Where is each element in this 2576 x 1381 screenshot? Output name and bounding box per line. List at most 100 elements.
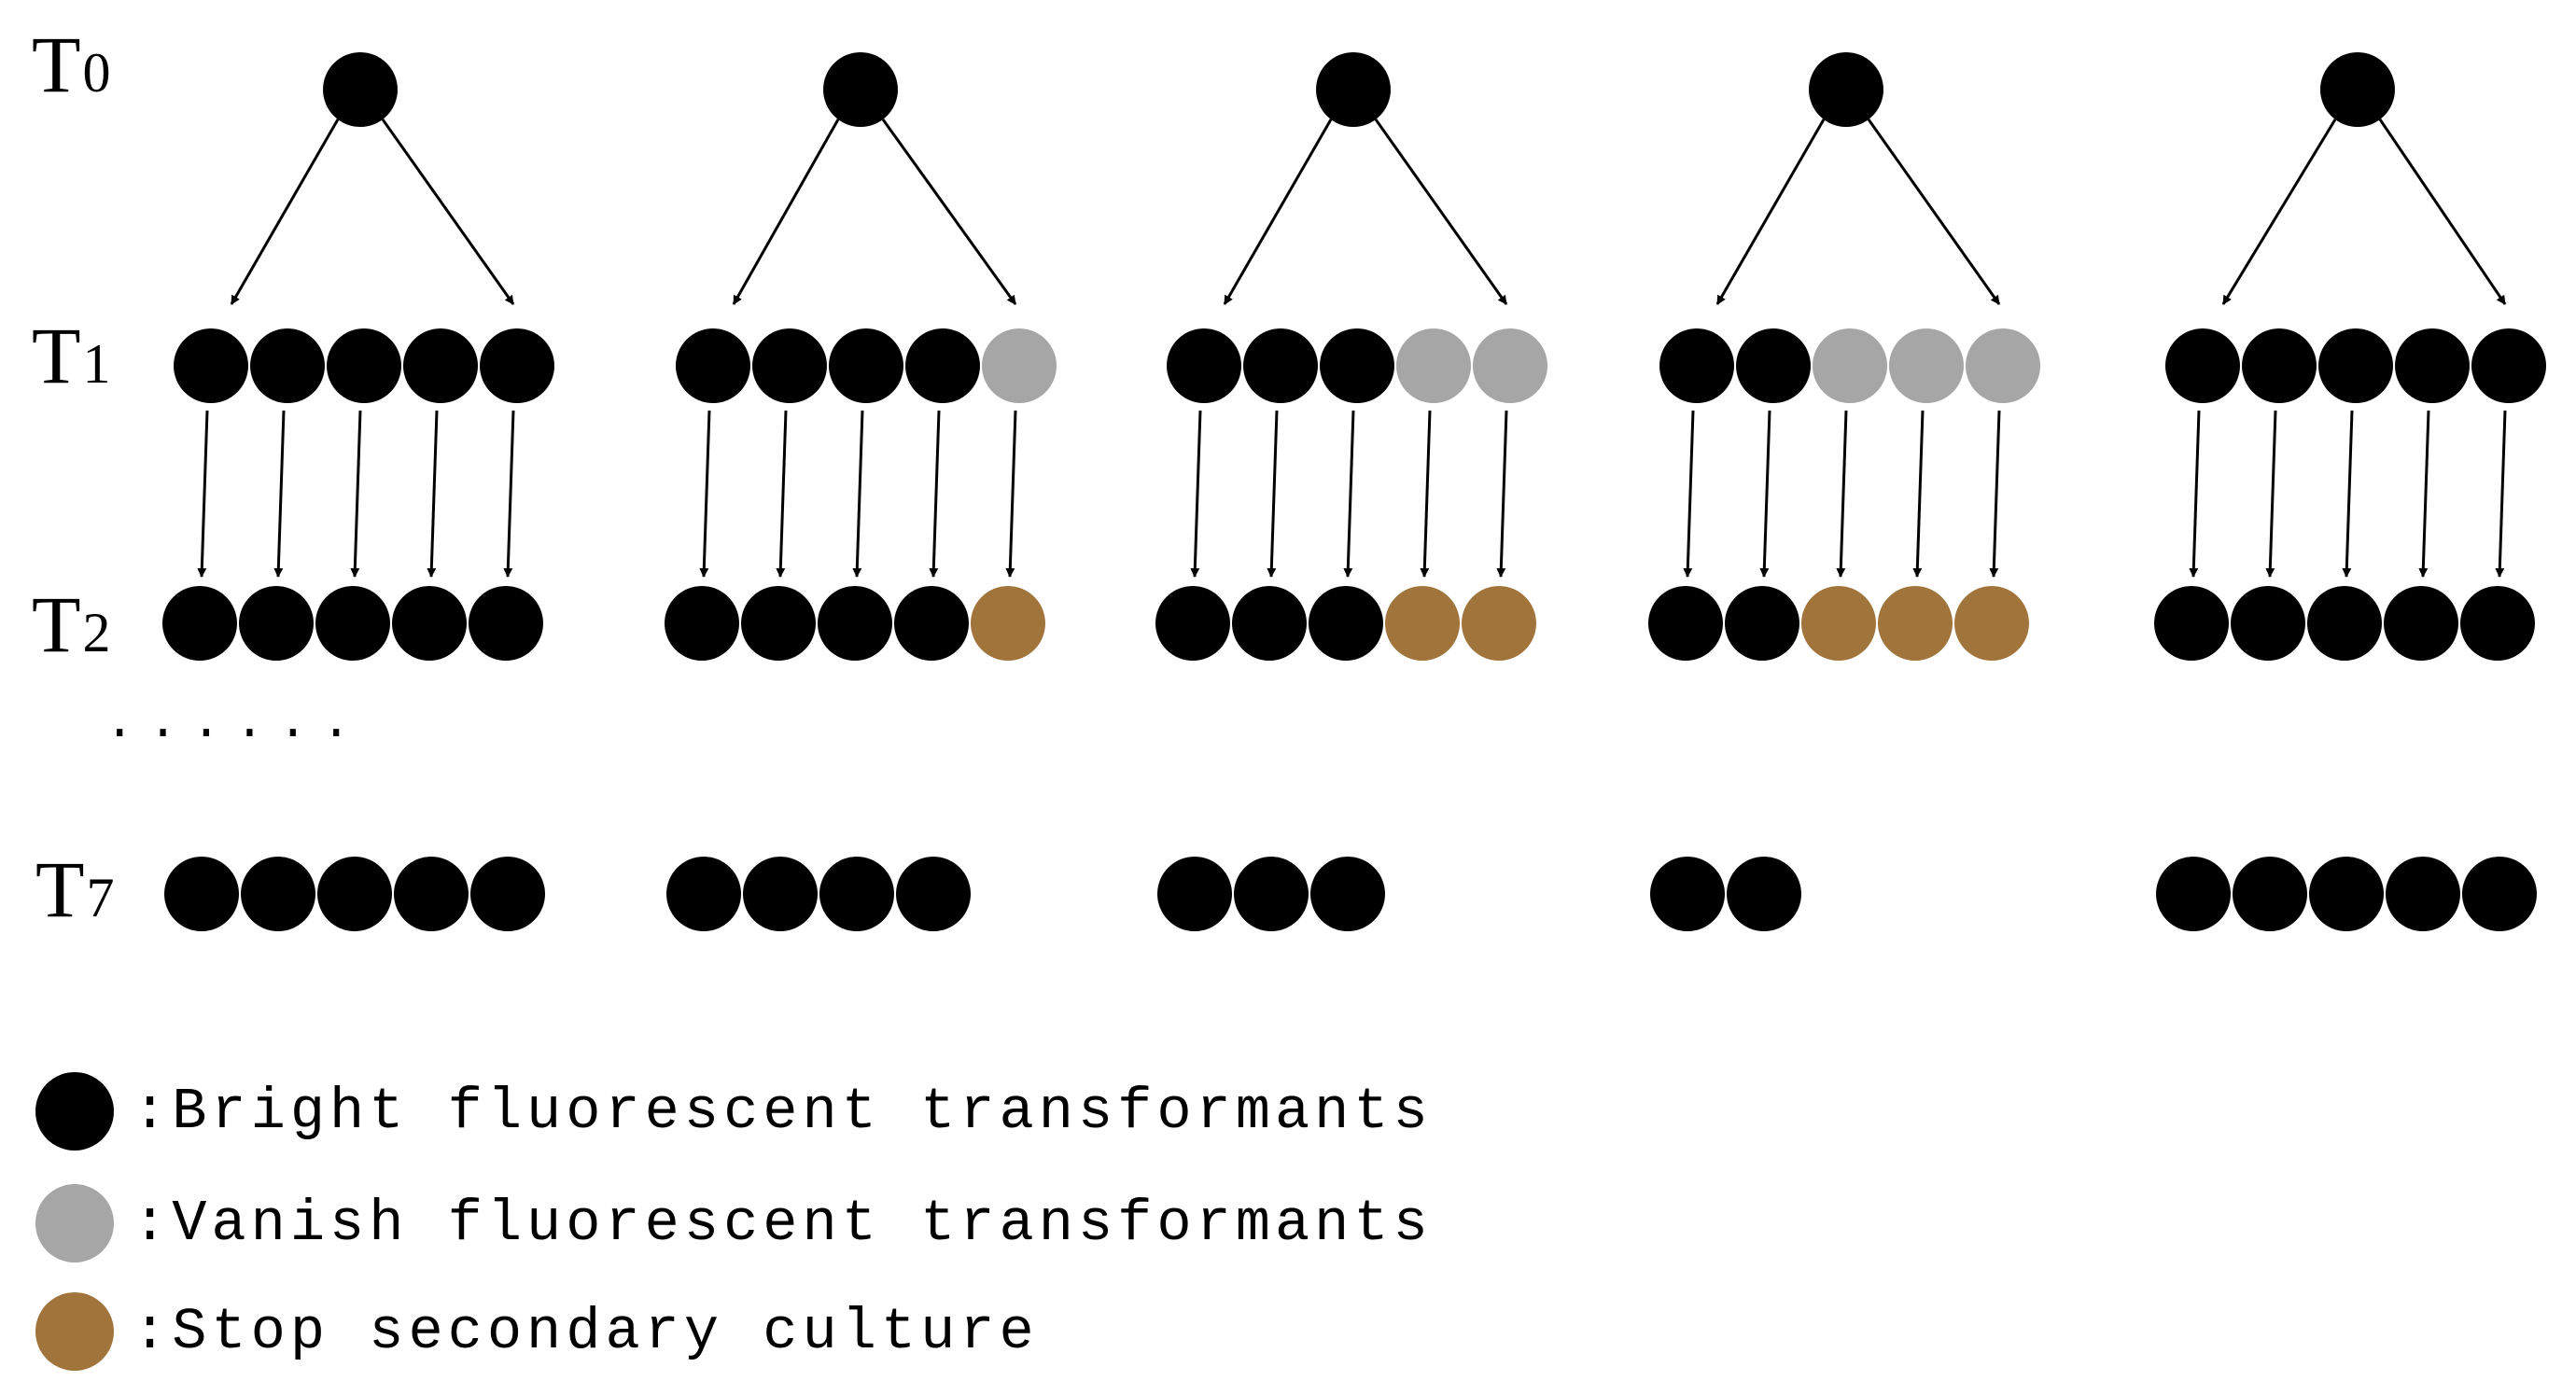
node-t2 (1801, 586, 1876, 661)
node-t1 (1473, 328, 1547, 403)
node-t2 (818, 586, 892, 661)
legend-label-vanish: :Vanish fluorescent transformants (133, 1190, 1433, 1257)
node-t1 (2471, 328, 2546, 403)
node-t1 (905, 328, 980, 403)
node-t1 (982, 328, 1057, 403)
node-t1 (1736, 328, 1811, 403)
node-t2 (1725, 586, 1799, 661)
node-t7 (1727, 857, 1801, 931)
node-layer (162, 52, 2546, 931)
node-t7 (1650, 857, 1725, 931)
node-t7 (819, 857, 894, 931)
node-t7 (470, 857, 545, 931)
descent-arrow (350, 410, 362, 578)
node-t1 (2395, 328, 2470, 403)
root-node (323, 52, 398, 127)
descent-arrow (2418, 410, 2430, 578)
descent-arrow (1836, 410, 1848, 578)
node-t1 (2318, 328, 2393, 403)
node-t2 (2460, 586, 2535, 661)
node-t7 (317, 857, 392, 931)
root-node (1809, 52, 1883, 127)
root-node (1316, 52, 1391, 127)
node-t1 (1813, 328, 1887, 403)
descent-arrow (1759, 410, 1771, 578)
branch-arrow-left (1715, 119, 1826, 305)
node-t1 (1659, 328, 1734, 403)
descent-arrow (1683, 410, 1695, 578)
node-t7 (666, 857, 741, 931)
descent-arrow (699, 410, 711, 578)
node-t2 (1878, 586, 1953, 661)
legend-swatch-bright (35, 1072, 114, 1151)
descent-arrow (2189, 410, 2201, 578)
generation-label-t2: T2 (32, 579, 111, 669)
descent-arrow (273, 410, 286, 578)
branch-arrow-left (2221, 119, 2337, 305)
node-t2 (1385, 586, 1460, 661)
node-t2 (2307, 586, 2382, 661)
node-t1 (1396, 328, 1471, 403)
legend-item-vanish: :Vanish fluorescent transformants (35, 1183, 1433, 1263)
node-t2 (1648, 586, 1723, 661)
descent-arrow (929, 410, 941, 578)
node-t7 (2156, 857, 2231, 931)
node-t7 (1310, 857, 1385, 931)
node-t1 (2165, 328, 2240, 403)
descent-arrow (1005, 410, 1017, 578)
node-t7 (1234, 857, 1309, 931)
node-t1 (1966, 328, 2040, 403)
node-t1 (1889, 328, 1964, 403)
ellipsis: ...... (105, 695, 365, 752)
descent-arrow (427, 410, 439, 578)
branch-arrow-right (881, 119, 1017, 305)
node-t1 (480, 328, 554, 403)
node-t2 (894, 586, 969, 661)
generation-label-t0: T0 (32, 20, 111, 109)
node-t1 (1167, 328, 1241, 403)
node-t7 (896, 857, 971, 931)
branch-arrow-right (1867, 119, 2001, 305)
descent-arrow (1343, 410, 1355, 578)
node-t1 (250, 328, 325, 403)
branch-arrow-left (230, 119, 340, 305)
descent-arrow (1190, 410, 1202, 578)
node-t2 (2154, 586, 2229, 661)
legend-swatch-vanish (35, 1184, 114, 1262)
node-t2 (469, 586, 543, 661)
root-node (823, 52, 898, 127)
node-t1 (676, 328, 750, 403)
node-t7 (2309, 857, 2384, 931)
node-t7 (2462, 857, 2537, 931)
node-t7 (2386, 857, 2460, 931)
node-t1 (1243, 328, 1318, 403)
generation-label-t7: T7 (35, 844, 115, 934)
node-t2 (1462, 586, 1536, 661)
node-t2 (1155, 586, 1230, 661)
descent-arrow (197, 410, 209, 578)
node-t2 (971, 586, 1045, 661)
node-t7 (164, 857, 239, 931)
descent-arrow (852, 410, 864, 578)
node-t1 (1320, 328, 1394, 403)
node-t2 (162, 586, 237, 661)
descent-arrow (2495, 410, 2507, 578)
descent-arrow (1912, 410, 1925, 578)
descent-arrow (2342, 410, 2354, 578)
node-t2 (1954, 586, 2029, 661)
node-t7 (394, 857, 469, 931)
node-t7 (743, 857, 818, 931)
arrow-layer (197, 119, 2507, 578)
node-t2 (1309, 586, 1383, 661)
node-t1 (327, 328, 401, 403)
node-t7 (1157, 857, 1232, 931)
legend-item-bright: :Bright fluorescent transformants (35, 1071, 1433, 1151)
node-t2 (665, 586, 739, 661)
node-t2 (239, 586, 314, 661)
node-t2 (315, 586, 390, 661)
node-t1 (2242, 328, 2317, 403)
legend-label-stop: :Stop secondary culture (133, 1298, 1039, 1365)
node-t2 (741, 586, 816, 661)
